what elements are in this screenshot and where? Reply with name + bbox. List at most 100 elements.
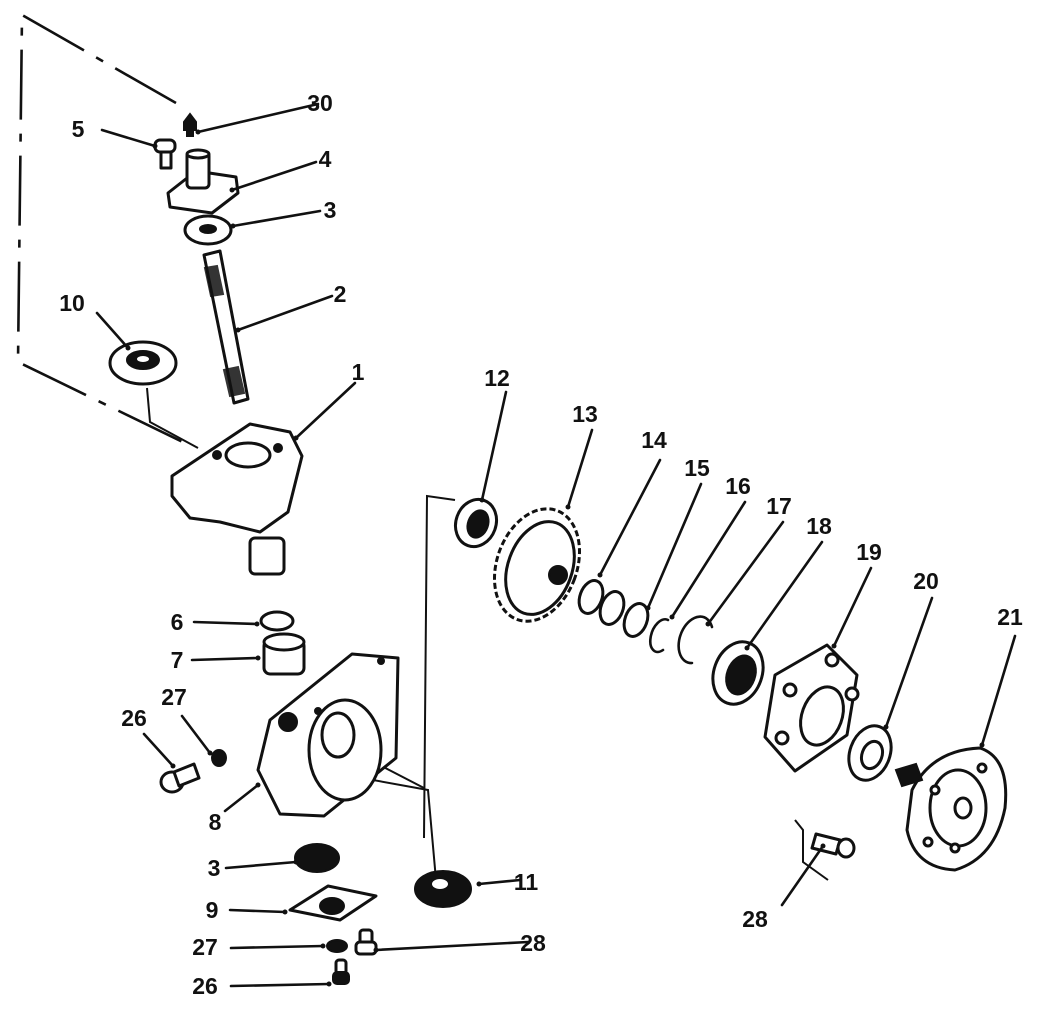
leader-end-dot bbox=[229, 187, 235, 193]
part-26-bolt-left bbox=[159, 762, 201, 794]
part-27-plug-left bbox=[211, 749, 227, 767]
part-28-bolt-right bbox=[810, 832, 856, 859]
leader-line bbox=[832, 566, 873, 648]
leader-line bbox=[480, 390, 508, 502]
part-26-bolt-bottom: LUGIN bbox=[332, 958, 350, 985]
callout-3b: 3 bbox=[208, 855, 299, 881]
callout-16: 16 bbox=[669, 473, 751, 620]
leader-end-dot bbox=[152, 143, 158, 149]
leader-line bbox=[231, 209, 322, 228]
leader-line bbox=[670, 500, 747, 619]
leader-end-dot bbox=[170, 763, 176, 769]
part-11-bevel-gear bbox=[414, 870, 472, 908]
leader-line bbox=[230, 160, 318, 192]
leader-end-dot bbox=[476, 881, 482, 887]
part-15-washer bbox=[622, 602, 650, 638]
leader-end-dot bbox=[230, 223, 236, 229]
leader-line bbox=[190, 656, 260, 662]
callout-label: 12 bbox=[484, 365, 510, 391]
callout-label: 5 bbox=[72, 116, 85, 142]
callout-12: 12 bbox=[479, 365, 510, 503]
callout-label: 10 bbox=[59, 290, 85, 316]
leader-end-dot bbox=[282, 909, 288, 915]
callout-21: 21 bbox=[979, 604, 1023, 748]
callout-11: 11 bbox=[476, 869, 539, 895]
callout-2: 2 bbox=[235, 281, 347, 333]
leader-end-dot bbox=[565, 504, 571, 510]
leader-line bbox=[477, 878, 522, 886]
leader-line bbox=[142, 732, 175, 768]
part-6-snap-ring bbox=[259, 610, 295, 632]
part-3-seal-bottom bbox=[294, 843, 340, 873]
callout-label: 3 bbox=[324, 197, 337, 223]
callout-3a: 3 bbox=[230, 197, 337, 229]
callout-label: 1 bbox=[352, 359, 365, 385]
callout-20: 20 bbox=[883, 568, 939, 730]
callout-label: 17 bbox=[766, 493, 792, 519]
assembly-line-10 bbox=[146, 387, 199, 449]
part-9-cover-plate bbox=[288, 884, 378, 922]
leader-line bbox=[706, 520, 785, 626]
callout-label: 28 bbox=[742, 906, 768, 932]
leader-end-dot bbox=[645, 605, 651, 611]
part-19-flange-housing bbox=[763, 643, 860, 773]
part-2-shaft bbox=[202, 249, 250, 405]
part-3-seal-top bbox=[183, 214, 233, 246]
leader-end-dot bbox=[293, 859, 299, 865]
part-5-bolt bbox=[153, 138, 177, 170]
callout-26b: 26 bbox=[192, 973, 332, 999]
leader-end-dot bbox=[479, 497, 485, 503]
leader-line bbox=[294, 381, 357, 440]
callout-27a: 27 bbox=[161, 684, 213, 756]
leader-end-dot bbox=[125, 345, 131, 351]
leader-line bbox=[192, 620, 259, 626]
leader-end-dot bbox=[207, 750, 213, 756]
callout-label: 18 bbox=[806, 513, 832, 539]
leader-end-dot bbox=[320, 943, 326, 949]
callout-9: 9 bbox=[206, 897, 288, 923]
leader-line bbox=[646, 482, 703, 610]
assembly-centerline-1 bbox=[16, 12, 194, 449]
part-4-flange-cap bbox=[166, 148, 240, 215]
part-17-retaining-ring bbox=[677, 615, 714, 665]
callout-label: 9 bbox=[206, 897, 219, 923]
leader-end-dot bbox=[254, 621, 260, 627]
leader-line bbox=[229, 944, 325, 950]
part-20-seal bbox=[847, 724, 893, 782]
callout-label: 6 bbox=[171, 609, 184, 635]
callout-28a: 28 bbox=[373, 930, 546, 956]
leader-line bbox=[745, 540, 824, 650]
leader-line bbox=[95, 311, 130, 350]
leader-line bbox=[223, 783, 260, 813]
leader-line bbox=[598, 458, 662, 577]
part-12-bearing bbox=[453, 497, 499, 549]
part-21-hub-flange bbox=[894, 746, 1008, 872]
callout-label: 27 bbox=[192, 934, 218, 960]
callout-14: 14 bbox=[597, 427, 667, 578]
callout-13: 13 bbox=[565, 401, 598, 510]
leader-line bbox=[196, 102, 320, 134]
assembly-line-28 bbox=[794, 819, 829, 881]
callout-label: 7 bbox=[171, 647, 184, 673]
callout-10: 10 bbox=[59, 290, 131, 351]
callout-30: 30 bbox=[195, 90, 333, 135]
callout-label: 2 bbox=[334, 281, 347, 307]
leader-line bbox=[228, 908, 287, 914]
callout-26a: 26 bbox=[121, 705, 176, 769]
part-7-bushing bbox=[262, 632, 306, 676]
callout-15: 15 bbox=[645, 455, 710, 611]
leader-end-dot bbox=[669, 614, 675, 620]
callout-19: 19 bbox=[831, 539, 882, 649]
callout-label: 13 bbox=[572, 401, 598, 427]
leader-line bbox=[229, 982, 331, 988]
callout-18: 18 bbox=[744, 513, 832, 651]
leader-line bbox=[224, 860, 298, 870]
callout-7: 7 bbox=[171, 647, 261, 673]
callout-label: 26 bbox=[121, 705, 147, 731]
callout-label: 16 bbox=[725, 473, 751, 499]
leader-line bbox=[780, 844, 825, 907]
callout-label: 11 bbox=[514, 869, 539, 895]
